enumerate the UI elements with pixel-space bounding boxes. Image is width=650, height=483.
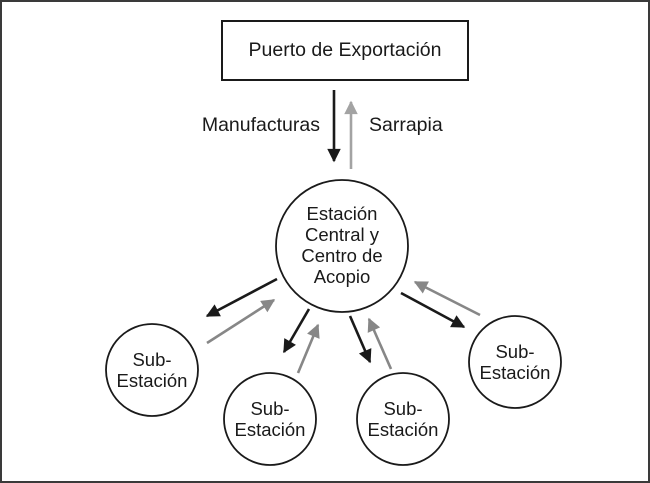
sub-station-4-label: Sub- Estación bbox=[465, 341, 565, 383]
central-to-sub1-arrow bbox=[205, 277, 278, 318]
manufacturas-label: Manufacturas bbox=[201, 114, 320, 136]
sub4-to-central-arrow bbox=[413, 280, 481, 317]
central-node-label: Estación Central y Centro de Acopio bbox=[272, 203, 412, 287]
central-node-line-4: Acopio bbox=[313, 266, 371, 287]
sub-station-2-line-2: Estación bbox=[234, 419, 306, 440]
sub-station-3-line-2: Estación bbox=[367, 419, 439, 440]
sub-station-1-circle bbox=[105, 323, 199, 417]
sub-station-2-circle bbox=[223, 372, 317, 466]
sub-station-3-label: Sub- Estación bbox=[353, 398, 453, 440]
export-port-box: Puerto de Exportación bbox=[221, 20, 469, 81]
sub-station-1-line-1: Sub- bbox=[132, 349, 172, 370]
sub-station-3-circle bbox=[356, 372, 450, 466]
central-node-line-2: Central y bbox=[304, 224, 380, 245]
central-to-sub3-arrow bbox=[348, 315, 372, 364]
central-node-circle bbox=[275, 179, 409, 313]
sub-station-2-line-1: Sub- bbox=[250, 398, 290, 419]
sub-station-4-circle bbox=[468, 315, 562, 409]
sub2-to-central-arrow bbox=[296, 323, 320, 374]
sub-station-4-line-1: Sub- bbox=[495, 341, 535, 362]
sub1-to-central-arrow bbox=[206, 298, 276, 345]
central-to-sub4-arrow bbox=[400, 291, 466, 329]
sub-station-3-line-1: Sub- bbox=[383, 398, 423, 419]
sub3-to-central-arrow bbox=[367, 317, 393, 370]
sub-station-1-label: Sub- Estación bbox=[102, 349, 202, 391]
sub-station-4-line-2: Estación bbox=[479, 362, 551, 383]
sub-station-1-line-2: Estación bbox=[116, 370, 188, 391]
export-port-label: Puerto de Exportación bbox=[248, 39, 442, 61]
central-to-sub2-arrow bbox=[282, 308, 311, 354]
central-node-line-1: Estación bbox=[306, 203, 378, 224]
central-node-line-3: Centro de bbox=[301, 245, 383, 266]
sub-station-2-label: Sub- Estación bbox=[220, 398, 320, 440]
sarrapia-label: Sarrapia bbox=[369, 114, 443, 136]
